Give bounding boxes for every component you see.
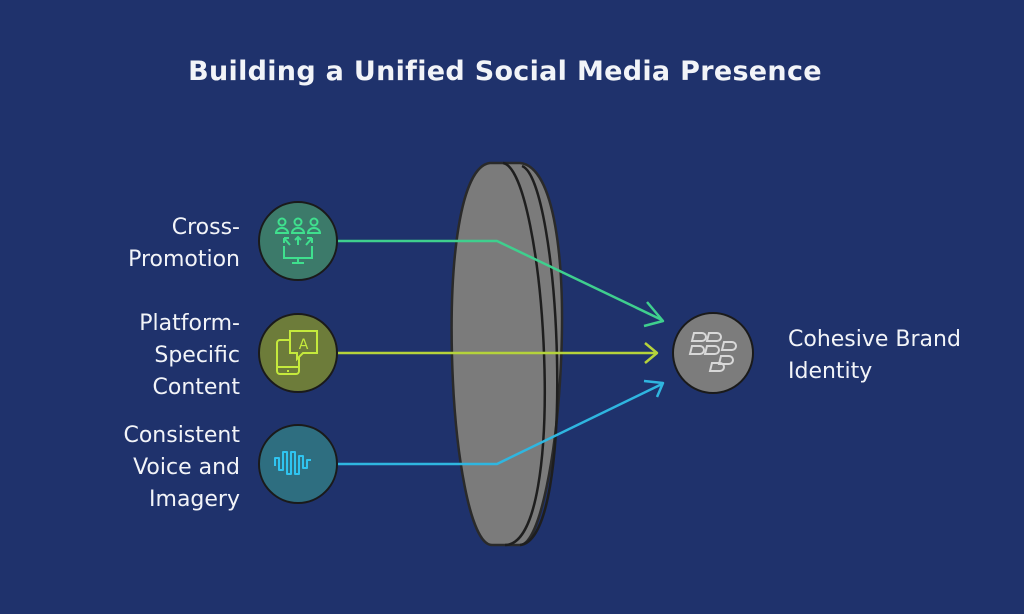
node-cross-promotion — [258, 201, 338, 281]
connector-consistent-voice — [338, 379, 665, 466]
label-line: Consistent — [123, 423, 240, 448]
node-cohesive-brand — [672, 312, 754, 394]
diagram-title: Building a Unified Social Media Presence — [188, 56, 822, 87]
label-cohesive-brand: Cohesive Brand Identity — [788, 324, 1018, 388]
label-line: Platform- — [139, 311, 240, 336]
label-consistent-voice: Consistent Voice and Imagery — [40, 420, 240, 516]
label-cross-promotion: Cross- Promotion — [40, 212, 240, 276]
label-line: Content — [152, 375, 241, 400]
node-consistent-voice — [258, 424, 338, 504]
node-platform-specific: A — [258, 313, 338, 393]
label-line: Cohesive Brand — [788, 327, 961, 352]
letter-a-glyph: A — [299, 337, 309, 353]
label-line: Promotion — [128, 247, 240, 272]
audience-broadcast-icon — [274, 217, 322, 264]
waveform-icon — [274, 451, 311, 475]
connector-platform-specific — [338, 342, 659, 364]
label-platform-specific: Platform- Specific Content — [40, 308, 240, 404]
label-line: Identity — [788, 359, 873, 384]
label-line: Cross- — [171, 215, 240, 240]
label-line: Specific — [154, 343, 240, 368]
brand-logo-icon — [688, 332, 737, 372]
label-line: Voice and — [133, 455, 240, 480]
label-line: Imagery — [149, 487, 240, 512]
mobile-chat-icon: A — [276, 330, 318, 375]
connector-cross-promotion — [338, 239, 665, 328]
